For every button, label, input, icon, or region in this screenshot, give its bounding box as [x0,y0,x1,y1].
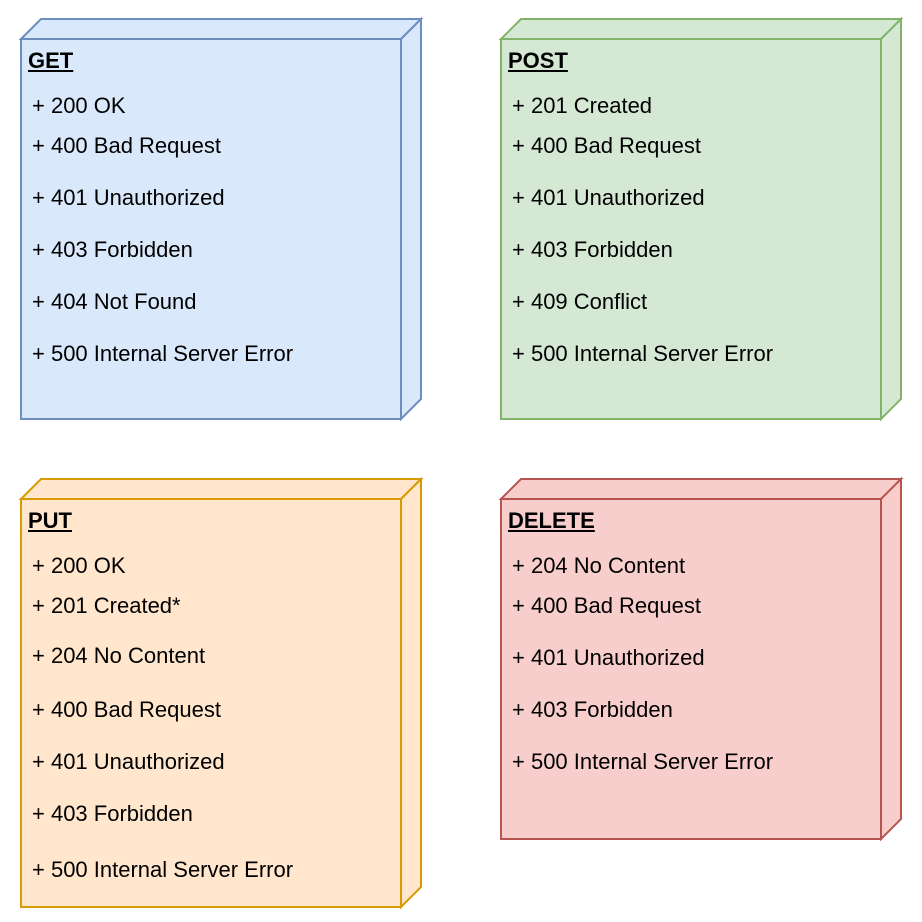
status-code-item: + 500 Internal Server Error [32,857,294,882]
node-content: GET + 200 OK + 400 Bad Request + 401 Una… [28,18,398,420]
status-code-item: + 401 Unauthorized [32,185,225,210]
status-code-item: + 500 Internal Server Error [512,749,774,774]
cube-shape [498,16,904,422]
node-get: GET + 200 OK + 400 Bad Request + 401 Una… [18,16,424,422]
node-content: DELETE + 204 No Content + 400 Bad Reques… [508,478,878,840]
status-code-item: + 403 Forbidden [32,801,193,826]
node-post: POST + 201 Created + 400 Bad Request + 4… [498,16,904,422]
status-code-item: + 400 Bad Request [32,697,221,722]
node-content: POST + 201 Created + 400 Bad Request + 4… [508,18,878,420]
node-title: POST [508,48,568,73]
cube-front-face [20,38,402,420]
status-code-item: + 500 Internal Server Error [32,341,294,366]
node-put: PUT + 200 OK + 201 Created* + 204 No Con… [18,476,424,910]
status-code-item: + 409 Conflict [512,289,648,314]
cube-side-face [400,476,422,910]
node-title: PUT [28,508,72,533]
status-code-item: + 403 Forbidden [512,697,673,722]
status-code-item: + 401 Unauthorized [512,645,705,670]
node-content: PUT + 200 OK + 201 Created* + 204 No Con… [28,478,398,908]
node-delete: DELETE + 204 No Content + 400 Bad Reques… [498,476,904,842]
status-code-item: + 201 Created* [32,593,181,618]
status-code-item: + 401 Unauthorized [32,749,225,774]
status-code-item: + 400 Bad Request [512,133,701,158]
status-code-item: + 400 Bad Request [32,133,221,158]
status-code-item: + 404 Not Found [32,289,197,314]
cube-shape [18,16,424,422]
cube-side-face [880,476,902,842]
cube-side-face [400,16,422,422]
status-code-item: + 403 Forbidden [32,237,193,262]
status-code-item: + 204 No Content [512,553,686,578]
cube-front-face [500,38,882,420]
status-code-item: + 500 Internal Server Error [512,341,774,366]
cube-front-face [500,498,882,840]
status-code-item: + 403 Forbidden [512,237,673,262]
status-code-item: + 201 Created [512,93,653,118]
status-code-item: + 200 OK [32,93,126,118]
cube-front-face [20,498,402,908]
status-code-item: + 204 No Content [32,643,206,668]
status-code-item: + 401 Unauthorized [512,185,705,210]
status-code-item: + 400 Bad Request [512,593,701,618]
node-title: DELETE [508,508,595,533]
cube-shape [18,476,424,910]
status-code-item: + 200 OK [32,553,126,578]
node-title: GET [28,48,74,73]
cube-shape [498,476,904,842]
cube-side-face [880,16,902,422]
